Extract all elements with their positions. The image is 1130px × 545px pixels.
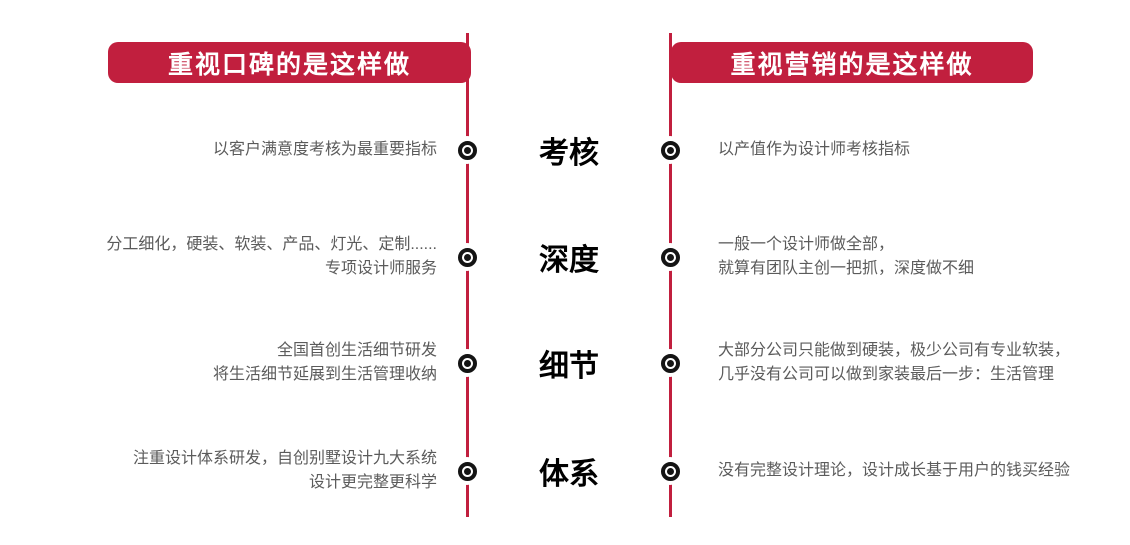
- row-3-label: 细节: [539, 350, 599, 383]
- right-timeline-line: [669, 33, 672, 517]
- row-3-right-text: 大部分公司只能做到硬装，极少公司有专业软装， 几乎没有公司可以做到家装最后一步：…: [718, 339, 1070, 387]
- timeline-node-icon: [453, 349, 481, 377]
- node-ring-icon: [660, 353, 680, 373]
- timeline-node-icon: [656, 349, 684, 377]
- node-dot-icon: [666, 359, 674, 367]
- timeline-node-icon: [453, 136, 481, 164]
- text-line: 分工细化，硬装、软装、产品、灯光、定制......: [106, 236, 437, 253]
- row-4-left-text: 注重设计体系研发，自创别墅设计九大系统 设计更完整更科学: [133, 447, 437, 495]
- text-line: 将生活细节延展到生活管理收纳: [212, 366, 437, 383]
- node-dot-icon: [463, 253, 471, 261]
- text-line: 几乎没有公司可以做到家装最后一步：生活管理: [718, 366, 1055, 383]
- text-line: 以客户满意度考核为最重要指标: [212, 141, 437, 158]
- node-dot-icon: [666, 467, 674, 475]
- right-column-header: 重视营销的是这样做: [671, 42, 1033, 83]
- right-column-header-label: 重视营销的是这样做: [730, 50, 974, 79]
- row-3-left-text: 全国首创生活细节研发 将生活细节延展到生活管理收纳: [213, 339, 437, 387]
- text-line: 大部分公司只能做到硬装，极少公司有专业软装，: [718, 342, 1071, 359]
- node-ring-icon: [660, 140, 680, 160]
- node-ring-icon: [457, 353, 477, 373]
- left-timeline-line: [466, 33, 469, 517]
- timeline-node-icon: [656, 136, 684, 164]
- text-line: 以产值作为设计师考核指标: [718, 141, 911, 158]
- timeline-node-icon: [656, 457, 684, 485]
- row-2-right-text: 一般一个设计师做全部， 就算有团队主创一把抓，深度做不细: [718, 233, 974, 281]
- left-column-header-label: 重视口碑的是这样做: [167, 50, 411, 79]
- row-1-right-text: 以产值作为设计师考核指标: [718, 138, 910, 162]
- text-line: 专项设计师服务: [324, 260, 437, 277]
- text-line: 一般一个设计师做全部，: [718, 236, 895, 253]
- row-1-left-text: 以客户满意度考核为最重要指标: [213, 138, 437, 162]
- node-ring-icon: [660, 247, 680, 267]
- timeline-node-icon: [656, 243, 684, 271]
- node-ring-icon: [660, 461, 680, 481]
- text-line: 全国首创生活细节研发: [276, 342, 437, 359]
- node-ring-icon: [457, 247, 477, 267]
- row-2-label: 深度: [539, 244, 599, 277]
- node-ring-icon: [457, 140, 477, 160]
- node-dot-icon: [463, 146, 471, 154]
- left-column-header: 重视口碑的是这样做: [108, 42, 471, 83]
- node-dot-icon: [463, 467, 471, 475]
- timeline-node-icon: [453, 243, 481, 271]
- row-2-left-text: 分工细化，硬装、软装、产品、灯光、定制...... 专项设计师服务: [106, 233, 437, 281]
- text-line: 注重设计体系研发，自创别墅设计九大系统: [132, 450, 437, 467]
- text-line: 就算有团队主创一把抓，深度做不细: [718, 260, 975, 277]
- text-line: 设计更完整更科学: [308, 474, 437, 491]
- node-dot-icon: [463, 359, 471, 367]
- row-4-label: 体系: [539, 458, 599, 491]
- node-dot-icon: [666, 146, 674, 154]
- text-line: 没有完整设计理论，设计成长基于用户的钱买经验: [718, 462, 1071, 479]
- row-4-right-text: 没有完整设计理论，设计成长基于用户的钱买经验: [718, 459, 1070, 483]
- node-dot-icon: [666, 253, 674, 261]
- row-1-label: 考核: [539, 137, 599, 170]
- timeline-node-icon: [453, 457, 481, 485]
- node-ring-icon: [457, 461, 477, 481]
